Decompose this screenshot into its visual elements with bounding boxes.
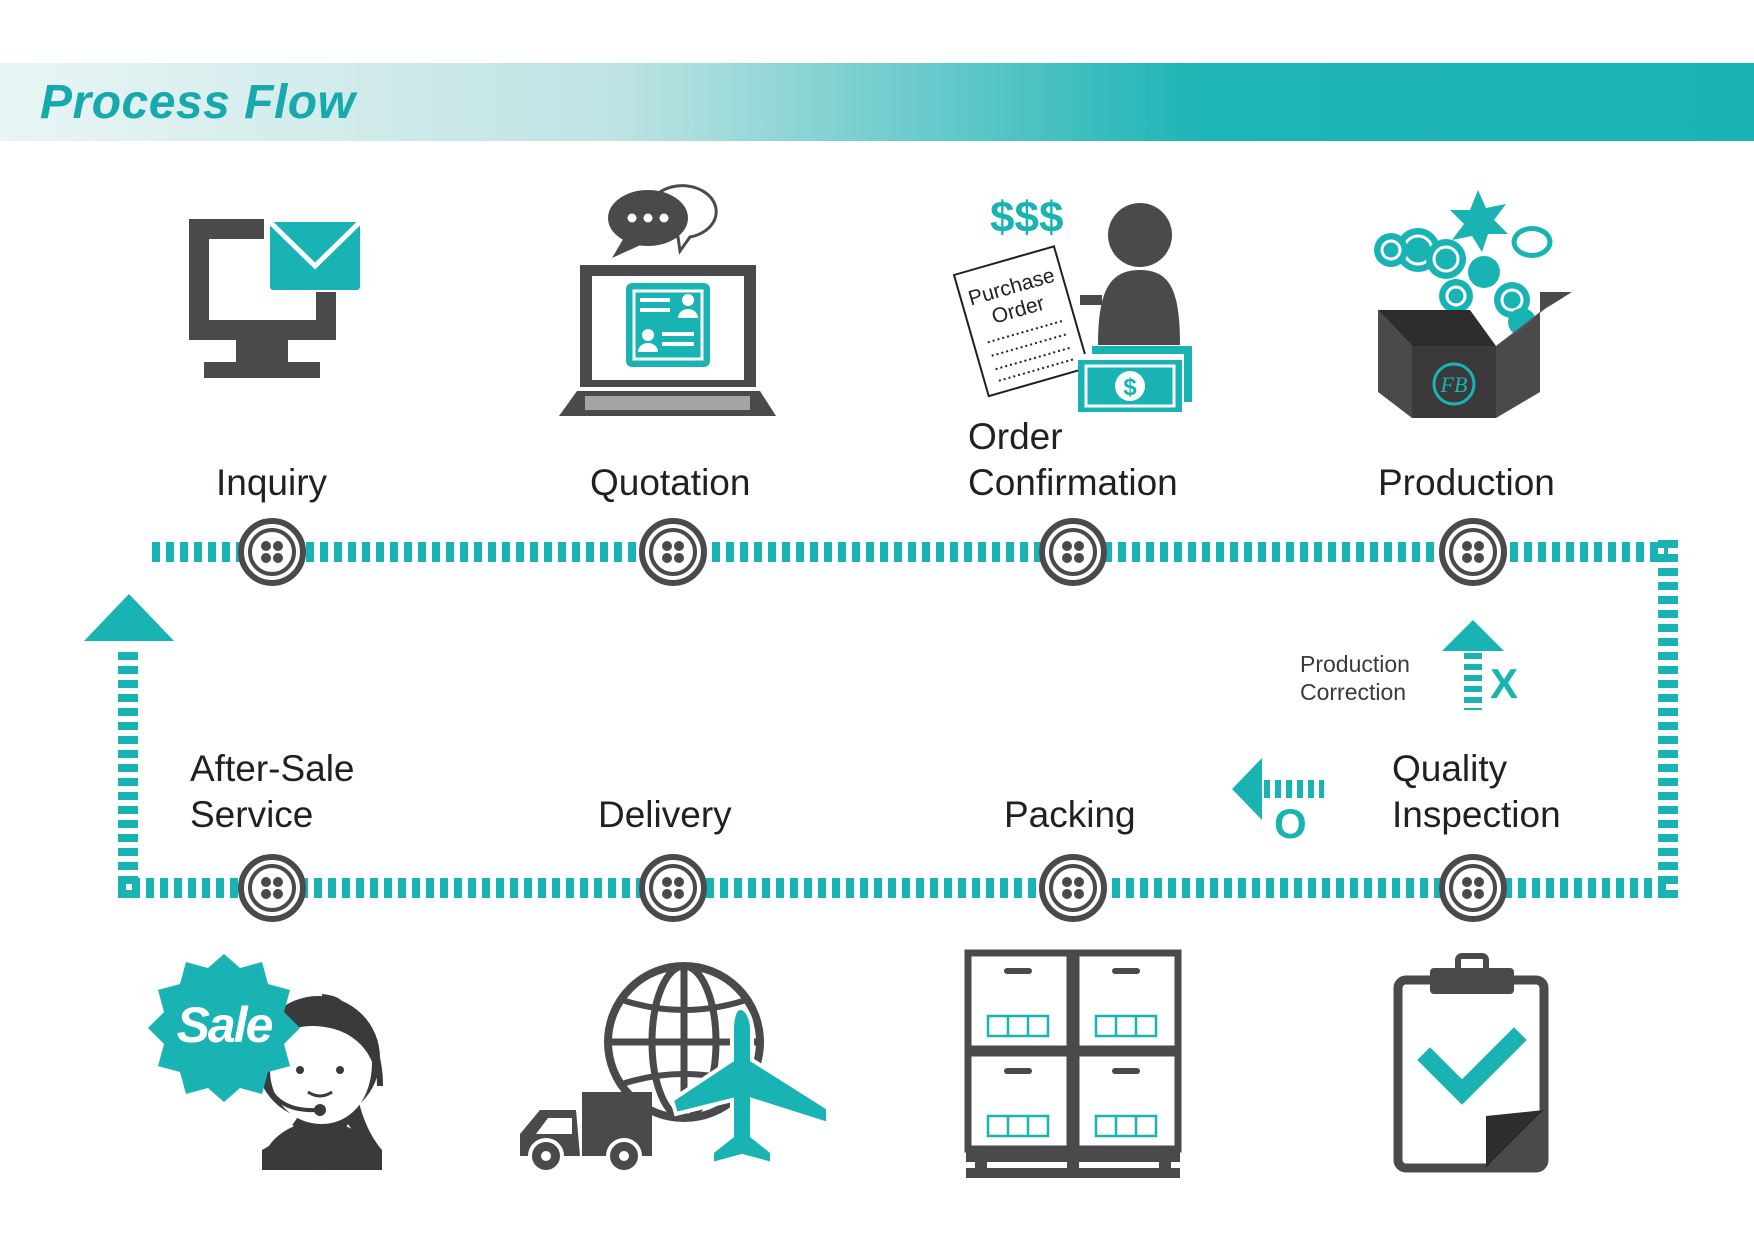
node-production-button-icon bbox=[1439, 518, 1507, 586]
node-order-confirmation-button-icon bbox=[1039, 518, 1107, 586]
page-title: Process Flow bbox=[40, 76, 356, 129]
node-delivery-button-icon bbox=[639, 854, 707, 922]
pass-mark: O bbox=[1274, 800, 1307, 847]
svg-text:$$$: $$$ bbox=[990, 193, 1063, 242]
laptop-chat-icon bbox=[559, 184, 776, 416]
node-after-sale-button-icon bbox=[238, 854, 306, 922]
node-inquiry-button-icon bbox=[238, 518, 306, 586]
fail-mark: X bbox=[1490, 660, 1519, 707]
computer-mail-icon bbox=[189, 218, 362, 378]
step-nodes bbox=[238, 518, 1507, 922]
clipboard-check-icon bbox=[1393, 953, 1549, 1173]
step-label-delivery: Delivery bbox=[598, 794, 732, 835]
step-label-inquiry: Inquiry bbox=[216, 462, 328, 503]
header-banner: Process Flow bbox=[0, 63, 1754, 141]
step-label-after-sale-service: After-Sale Service bbox=[190, 748, 355, 835]
sale-agent-icon: Sale bbox=[148, 954, 383, 1170]
production-correction-label: Production Correction bbox=[1300, 651, 1410, 705]
pass-arrow-left-icon bbox=[1232, 758, 1324, 820]
step-label-order-confirmation: Order Confirmation bbox=[968, 416, 1178, 503]
step-label-packing: Packing bbox=[1004, 794, 1136, 835]
purchase-order-icon: $$$ Purchase Order $ bbox=[952, 193, 1196, 412]
correction-arrow-up-icon bbox=[1442, 620, 1504, 710]
svg-text:Sale: Sale bbox=[177, 997, 273, 1053]
svg-text:FB: FB bbox=[1440, 372, 1468, 397]
node-quality-inspection-button-icon bbox=[1439, 854, 1507, 922]
node-quotation-button-icon bbox=[639, 518, 707, 586]
step-label-quality-inspection: Quality Inspection bbox=[1392, 748, 1561, 835]
svg-text:$: $ bbox=[1123, 374, 1137, 401]
step-label-quotation: Quotation bbox=[590, 462, 751, 503]
loop-arrow-up-icon bbox=[84, 594, 174, 641]
step-label-production: Production bbox=[1378, 462, 1555, 503]
node-packing-button-icon bbox=[1039, 854, 1107, 922]
button-box-icon: FB bbox=[1374, 190, 1572, 418]
pallet-boxes-icon bbox=[964, 949, 1182, 1178]
flow-loop bbox=[118, 540, 1678, 898]
globe-truck-plane-icon bbox=[520, 962, 830, 1174]
